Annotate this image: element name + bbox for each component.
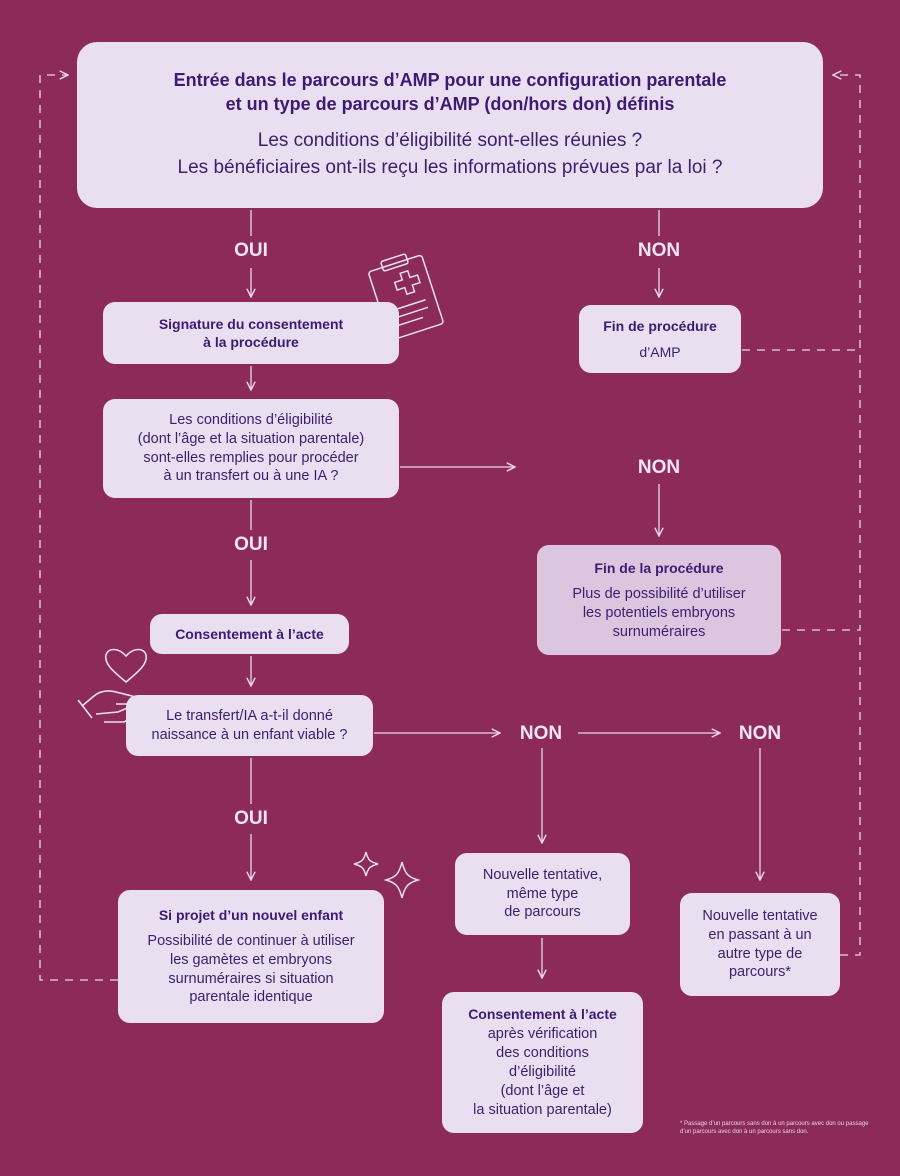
projet-box: Si projet d’un nouvel enfant Possibilité… (118, 890, 384, 1023)
nouvelle-meme-text: Nouvelle tentative, même type de parcour… (482, 866, 603, 921)
sparkle-icon (353, 851, 421, 899)
conditions-box: Les conditions d’éligibilité (dont l’âge… (103, 399, 399, 498)
entry-question-line2: Les bénéficiaires ont-ils reçu les infor… (177, 157, 723, 179)
label-non-4: NON (738, 723, 782, 744)
label-non-3: NON (519, 723, 563, 744)
signature-title: Signature du consentement à la procédure (158, 315, 344, 350)
signature-box: Signature du consentement à la procédure (103, 302, 399, 364)
fin-procedure-title: Fin de procédure (603, 317, 717, 334)
projet-title: Si projet d’un nouvel enfant (158, 906, 344, 923)
entry-title-line1: Entrée dans le parcours d’AMP pour une c… (173, 70, 727, 91)
dashed-right-mid (782, 350, 861, 631)
transfert-text: Le transfert/IA a-t-il donné naissance à… (151, 707, 348, 743)
fin-la-procedure-title: Fin de la procédure (594, 559, 724, 576)
fin-procedure-text: d’AMP (639, 344, 681, 360)
entry-box: Entrée dans le parcours d’AMP pour une c… (77, 42, 823, 208)
label-oui-3: OUI (234, 808, 268, 829)
label-oui-1: OUI (234, 240, 268, 261)
label-non-1: NON (637, 240, 681, 261)
label-non-2: NON (637, 457, 681, 478)
projet-text: Possibilité de continuer à utiliser les … (147, 932, 355, 1006)
consentement-apres-box: Consentement à l’acte après vérification… (442, 992, 643, 1133)
nouvelle-autre-box: Nouvelle tentative en passant à un autre… (680, 893, 840, 996)
dashed-loop-left (39, 75, 118, 981)
dashed-right-bottom (840, 630, 861, 956)
consentement-apres-title: Consentement à l’acte (468, 1006, 617, 1023)
nouvelle-autre-text: Nouvelle tentative en passant à un autre… (702, 907, 818, 981)
consentement-acte-box: Consentement à l’acte (150, 614, 349, 654)
footnote: * Passage d’un parcours sans don à un pa… (680, 1121, 869, 1136)
fin-la-procedure-text: Plus de possibilité d’utiliser les poten… (572, 585, 746, 640)
fin-procedure-box: Fin de procédure d’AMP (579, 305, 741, 373)
entry-title-line2: et un type de parcours d’AMP (don/hors d… (225, 94, 675, 115)
nouvelle-meme-box: Nouvelle tentative, même type de parcour… (455, 853, 630, 935)
transfert-box: Le transfert/IA a-t-il donné naissance à… (126, 695, 373, 756)
label-oui-2: OUI (234, 534, 268, 555)
dashed-loop-right (742, 75, 861, 351)
entry-question-line1: Les conditions d’éligibilité sont-elles … (257, 129, 643, 151)
fin-la-procedure-box: Fin de la procédure Plus de possibilité … (537, 545, 781, 655)
consentement-apres-text: après vérification des conditions d’élig… (473, 1026, 612, 1118)
consentement-acte-title: Consentement à l’acte (175, 625, 324, 642)
conditions-text: Les conditions d’éligibilité (dont l’âge… (137, 411, 365, 485)
